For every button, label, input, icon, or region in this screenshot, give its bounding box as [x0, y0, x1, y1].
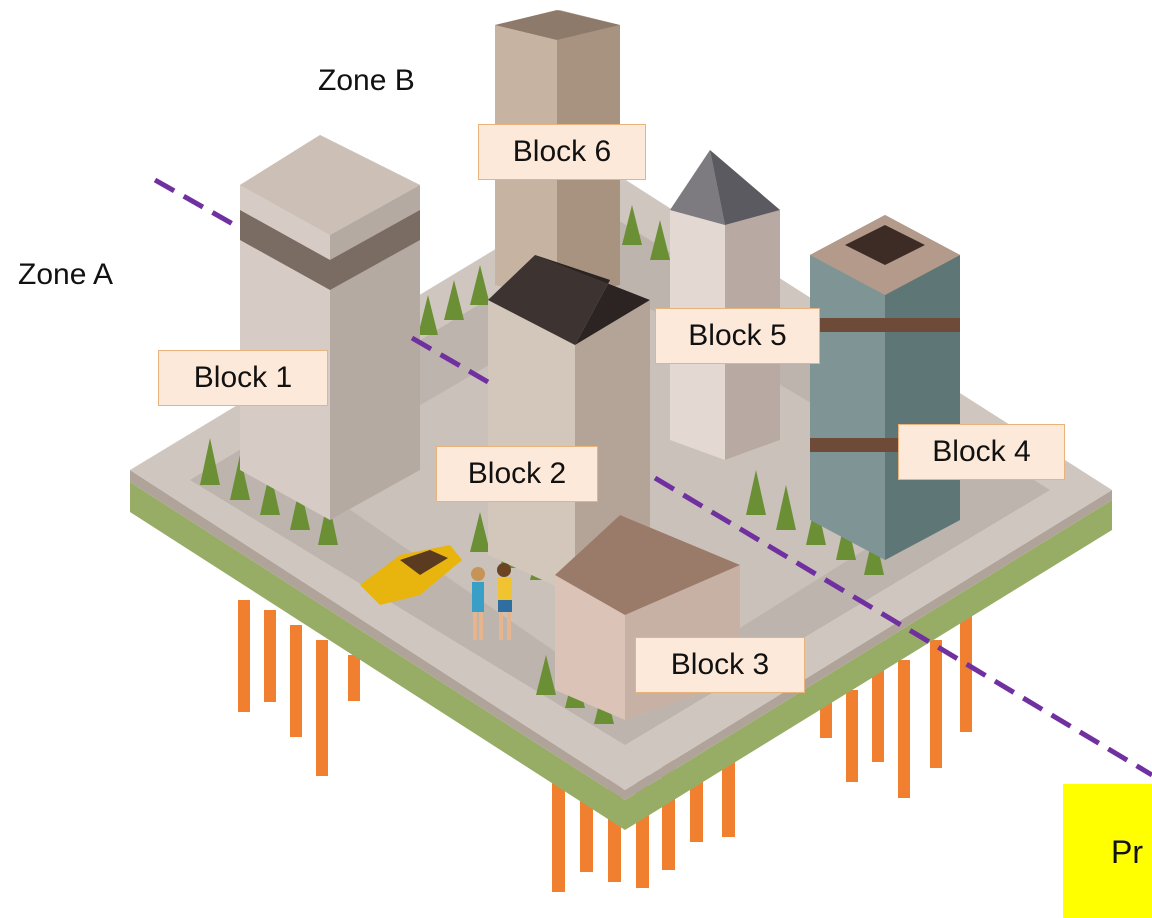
zone-a-label: Zone A: [18, 258, 114, 291]
block-1-label: Block 1: [158, 350, 328, 406]
block-4-label: Block 4: [898, 424, 1065, 480]
zone-divider-line: [153, 177, 1152, 778]
legend-text: Pr: [1111, 834, 1143, 870]
taxi: [360, 545, 462, 605]
building-block-4: [810, 215, 960, 560]
legend-box: Pr: [1063, 784, 1152, 918]
block-6-label: Block 6: [478, 124, 646, 180]
people: [471, 563, 512, 640]
zone-b-label: Zone B: [318, 64, 415, 97]
building-block-1: [240, 135, 420, 520]
building-block-5: [670, 150, 780, 460]
block-3-label: Block 3: [635, 637, 805, 693]
block-5-label: Block 5: [655, 308, 820, 364]
block-2-label: Block 2: [436, 446, 598, 502]
